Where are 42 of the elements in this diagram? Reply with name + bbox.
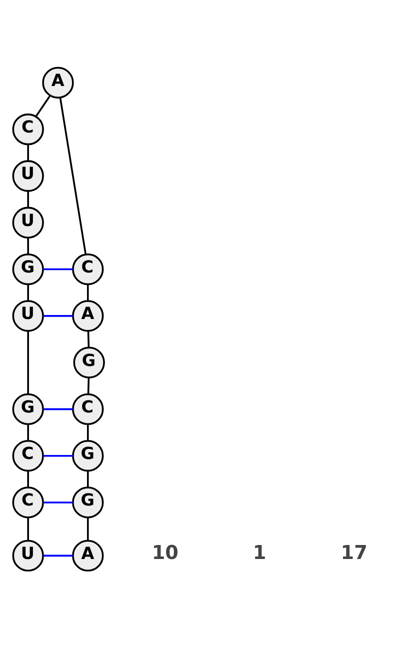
connector: [27, 518, 29, 541]
connector: [87, 470, 89, 488]
node-circle: U: [12, 540, 44, 572]
node-circle: G: [73, 346, 105, 378]
connector: [87, 424, 89, 441]
connector: [27, 331, 29, 394]
connector: [27, 238, 29, 254]
node-circle: C: [72, 393, 104, 426]
connector: [43, 268, 73, 270]
connector: [87, 330, 90, 348]
node-circle: A: [42, 66, 74, 99]
node-circle: G: [72, 440, 104, 472]
node-circle: C: [12, 440, 44, 472]
node-circle: U: [12, 206, 44, 238]
connector: [87, 377, 90, 394]
node-circle: C: [72, 253, 104, 286]
connector: [43, 502, 73, 504]
node-circle: A: [72, 300, 104, 332]
connector: [43, 315, 73, 317]
connector: [27, 470, 29, 488]
connector: [27, 144, 29, 161]
node-circle: C: [12, 486, 44, 518]
label: 10: [152, 541, 178, 564]
connector: [27, 424, 29, 441]
node-circle: C: [12, 114, 44, 146]
label: 17: [340, 541, 368, 564]
node-circle: G: [12, 253, 44, 286]
node-circle: G: [72, 486, 104, 518]
node-circle: U: [12, 160, 44, 192]
node-circle: U: [12, 300, 44, 332]
connector: [43, 554, 73, 557]
connector: [87, 284, 89, 301]
connector: [27, 284, 29, 301]
connector: [87, 518, 89, 541]
label: 1: [252, 541, 266, 564]
connector: [35, 95, 51, 118]
node-circle: A: [72, 540, 104, 572]
connector: [59, 98, 87, 254]
connector: [43, 408, 73, 410]
node-circle: G: [12, 393, 44, 426]
connector: [27, 190, 29, 208]
connector: [43, 454, 73, 457]
